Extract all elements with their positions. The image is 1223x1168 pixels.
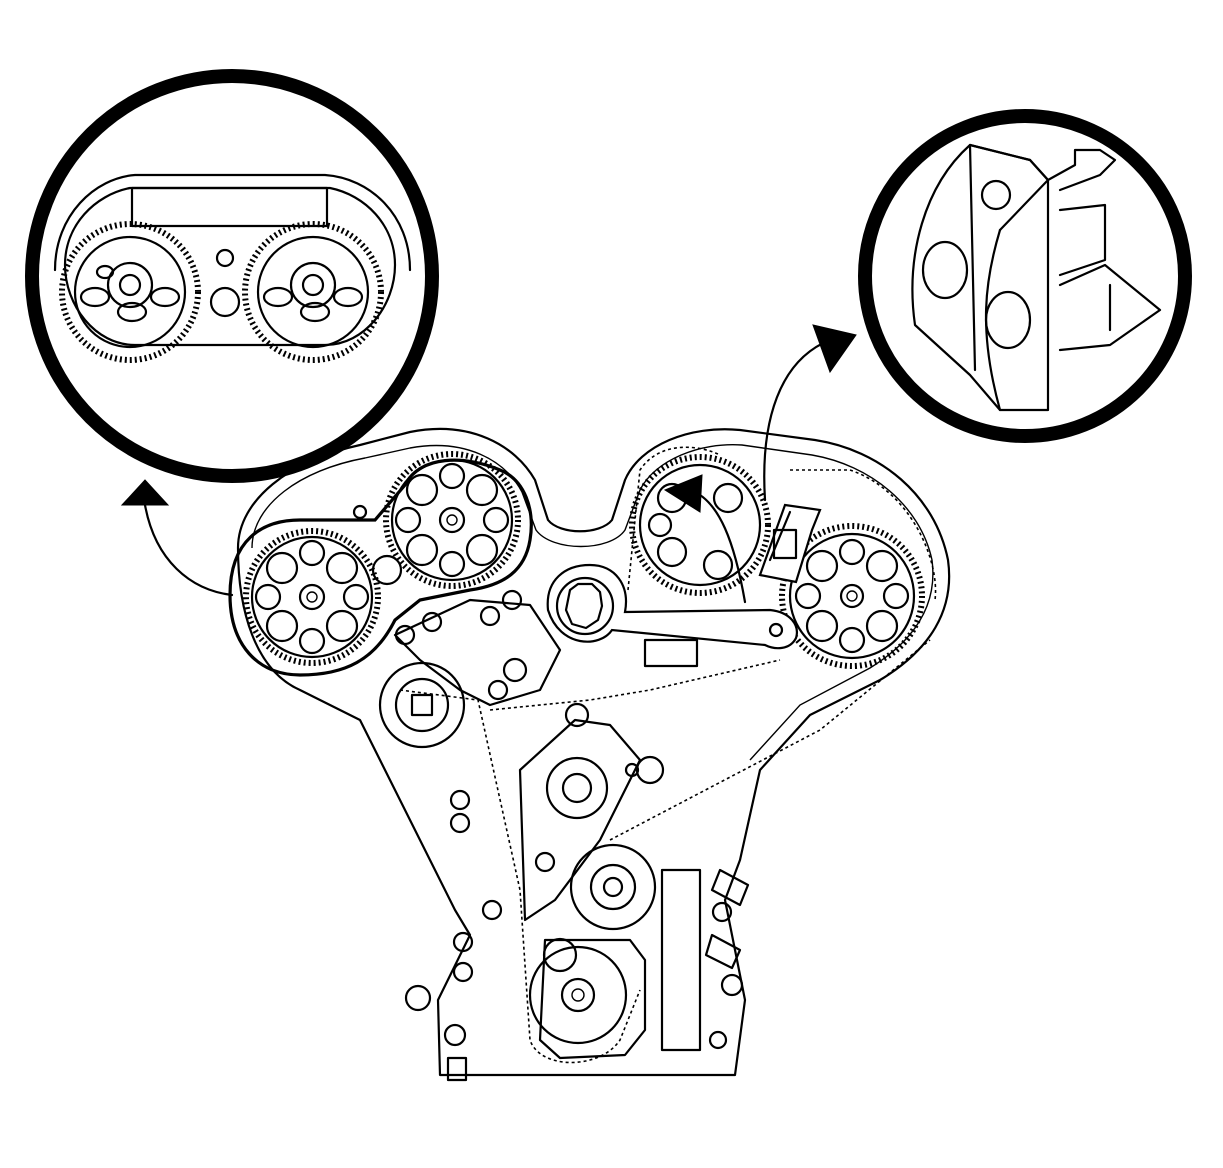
holding-tool-arrow — [663, 474, 747, 604]
timing-belt — [399, 446, 937, 1064]
callout-right — [858, 109, 1192, 443]
belt-tensioner — [378, 661, 466, 749]
crankshaft-sprocket — [528, 851, 647, 1060]
left-camshaft-sprockets — [228, 451, 533, 677]
callout-left-arrow — [120, 479, 234, 597]
idler-pulley — [518, 702, 665, 931]
locking-tool — [758, 503, 822, 584]
left-rear-sprocket-teeth — [383, 451, 521, 589]
callout-right-arrow — [763, 324, 857, 502]
timing-cover — [236, 427, 951, 1077]
callout-left — [25, 69, 439, 483]
holding-tool — [546, 563, 798, 668]
cover-fasteners — [404, 789, 750, 1082]
right-front-sprocket-teeth — [629, 454, 771, 596]
right-rear-sprocket-teeth — [779, 523, 925, 669]
bracket-plate — [393, 589, 562, 707]
left-front-sprocket-teeth — [243, 528, 381, 666]
